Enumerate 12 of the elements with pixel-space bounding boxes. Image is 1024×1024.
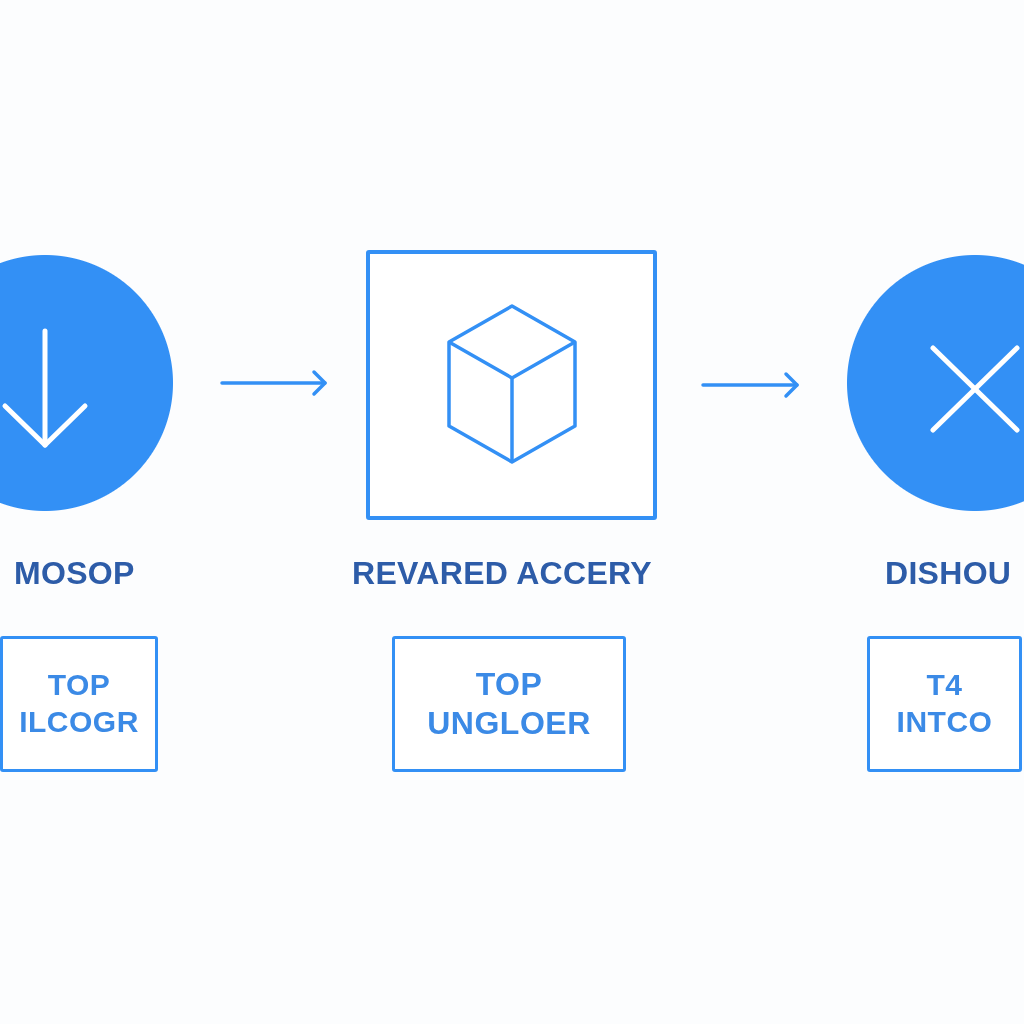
- label-card: [392, 636, 626, 772]
- label-card: [867, 636, 1022, 772]
- square-frame: [366, 250, 657, 520]
- card-text: TOP UNGLOER: [427, 664, 591, 743]
- arrow: [220, 370, 327, 396]
- step-label: MOSOP: [14, 557, 135, 589]
- step-label: REVARED ACCERY: [352, 557, 652, 589]
- arrow: [701, 372, 799, 398]
- step-label: DISHOU: [885, 557, 1012, 589]
- label-card: [0, 636, 158, 772]
- card-text: TOP ILCOGR: [19, 667, 139, 740]
- card-text: T4 INTCO: [896, 667, 993, 740]
